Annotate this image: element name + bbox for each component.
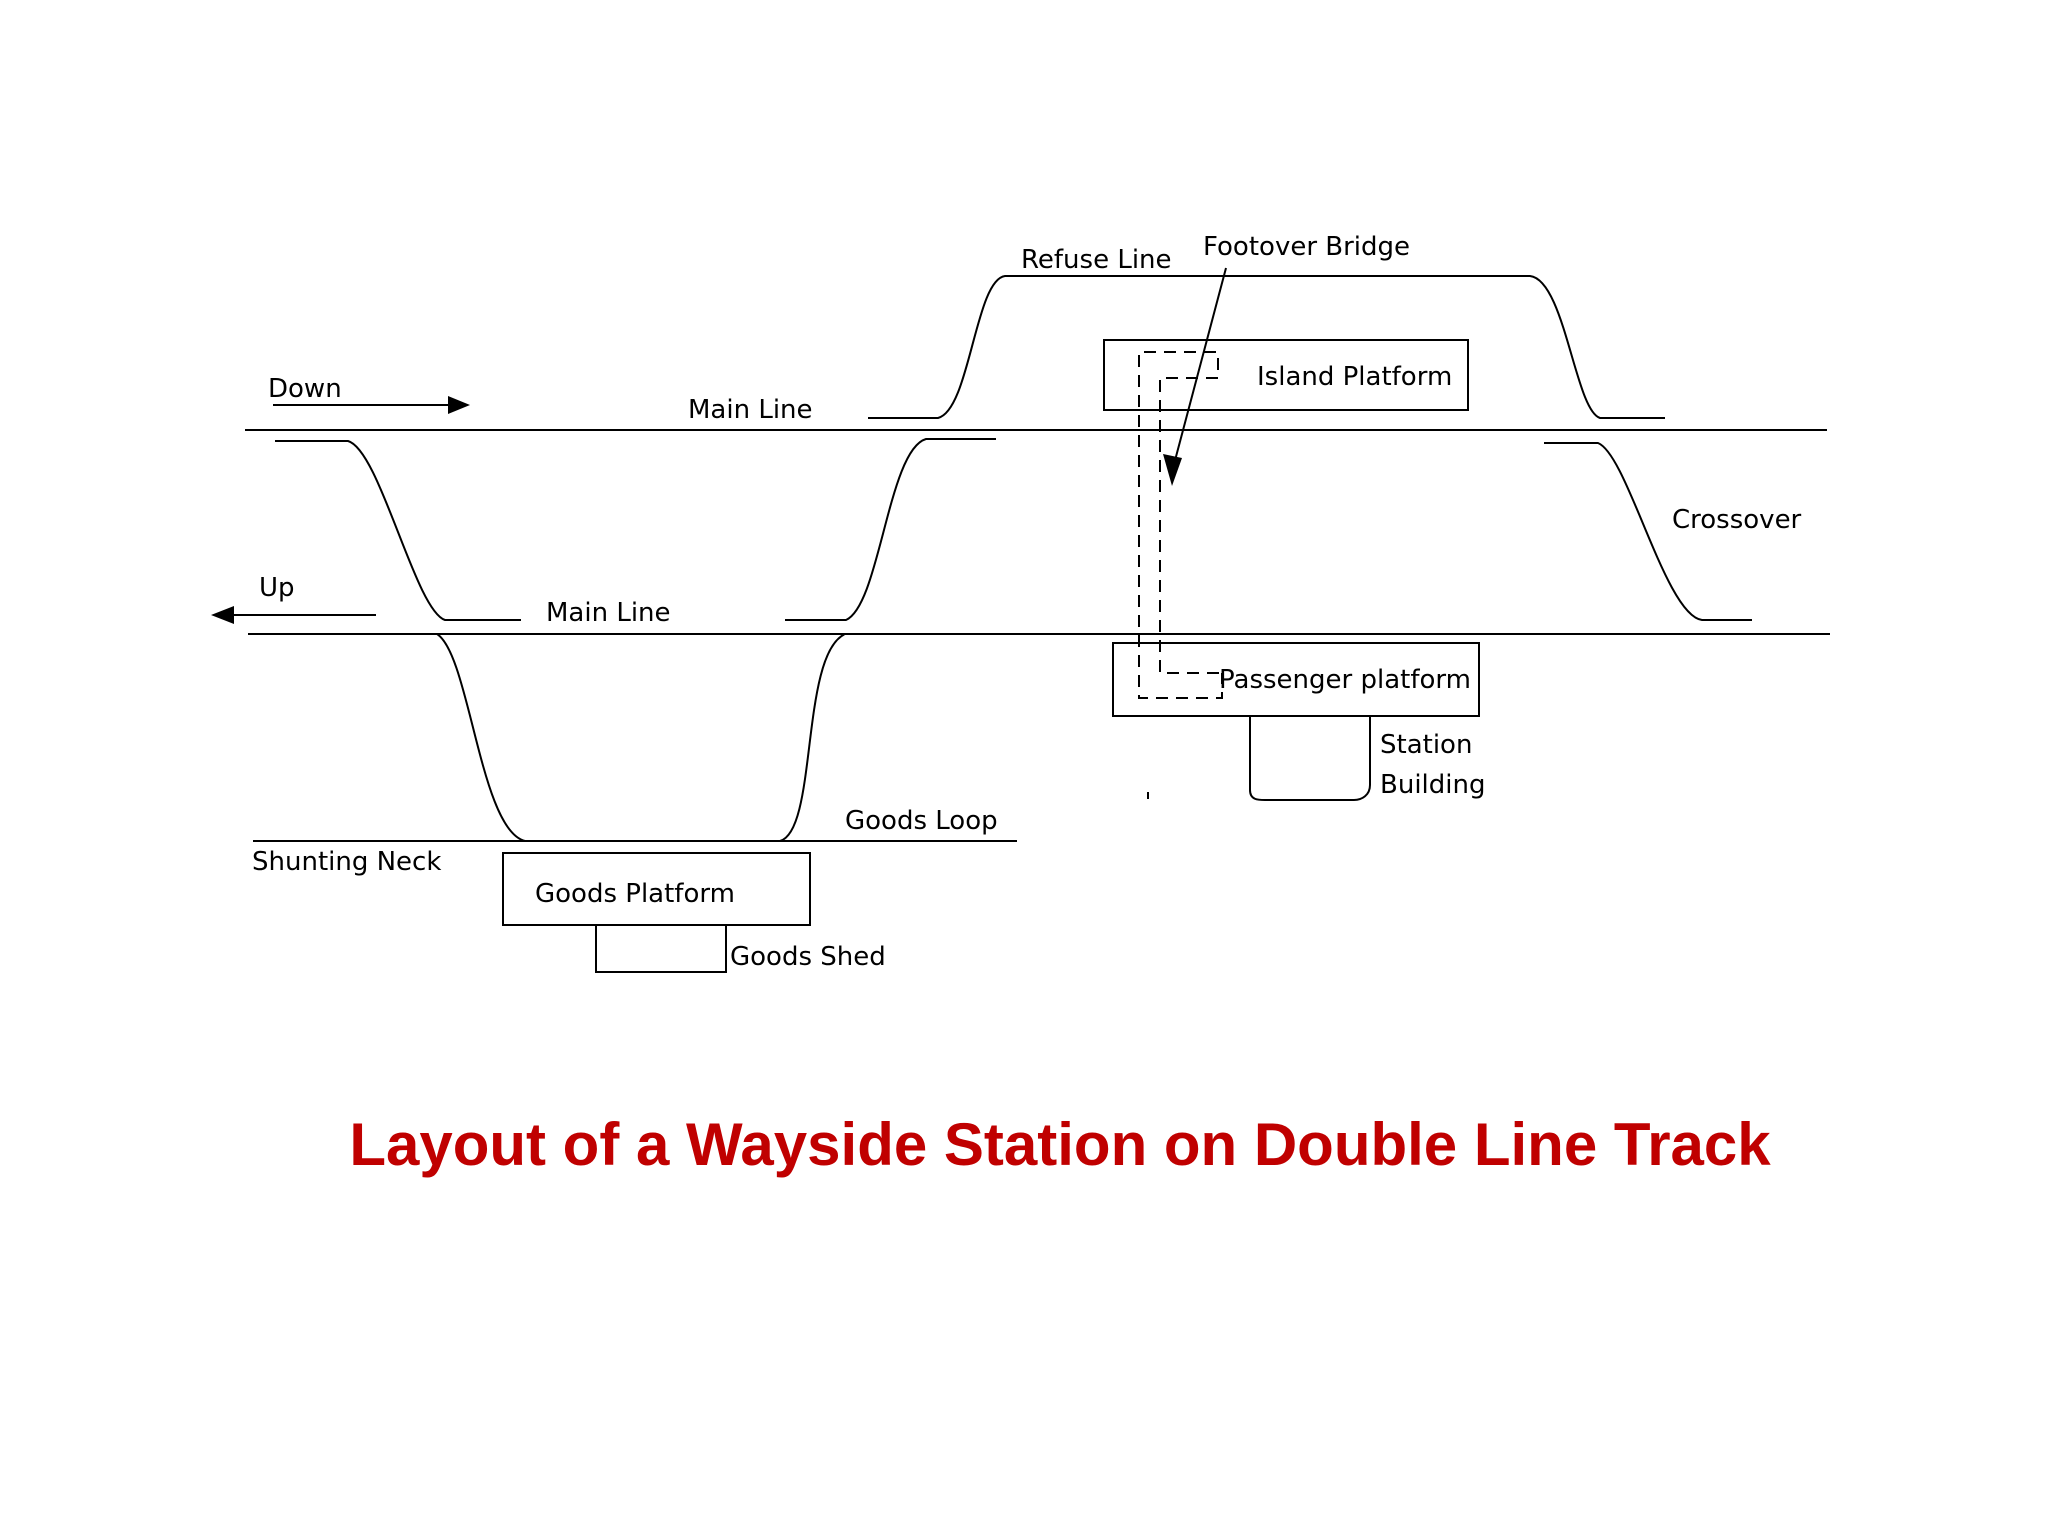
goods-shed <box>595 924 727 973</box>
label-goods-shed: Goods Shed <box>730 942 886 972</box>
goods-loop-right-connection <box>779 633 846 842</box>
label-shunting-neck: Shunting Neck <box>252 847 441 877</box>
label-footover-bridge: Footover Bridge <box>1203 232 1410 262</box>
label-island-platform: Island Platform <box>1257 362 1452 392</box>
footover-bridge-inner-path <box>1159 377 1222 674</box>
label-main-line-up: Main Line <box>546 598 671 628</box>
refuse-line-track <box>868 275 1665 419</box>
footover-bridge-pointer-head <box>1163 454 1182 486</box>
down-arrow-head <box>448 396 470 414</box>
goods-loop-left-connection <box>436 633 526 842</box>
footover-bridge-pointer <box>1172 267 1227 469</box>
crossover-middle <box>785 438 996 621</box>
label-down: Down <box>268 374 342 404</box>
label-goods-platform: Goods Platform <box>535 879 735 909</box>
label-up: Up <box>259 573 295 603</box>
label-building: Building <box>1380 770 1485 800</box>
label-main-line-down: Main Line <box>688 395 813 425</box>
stray-mark <box>1147 792 1149 799</box>
label-goods-loop: Goods Loop <box>845 806 998 836</box>
label-passenger-platform: Passenger platform <box>1219 665 1471 695</box>
station-building <box>1249 716 1371 801</box>
footover-bridge-outer-path <box>1138 351 1223 699</box>
crossover-left <box>275 440 521 621</box>
label-refuse-line: Refuse Line <box>1021 245 1172 275</box>
crossover-right <box>1544 442 1752 621</box>
up-arrow-head <box>211 606 234 624</box>
label-crossover: Crossover <box>1672 505 1802 535</box>
island-platform <box>1103 339 1469 411</box>
diagram-title: Layout of a Wayside Station on Double Li… <box>349 1111 1771 1178</box>
passenger-platform <box>1112 642 1480 717</box>
label-station: Station <box>1380 730 1472 760</box>
